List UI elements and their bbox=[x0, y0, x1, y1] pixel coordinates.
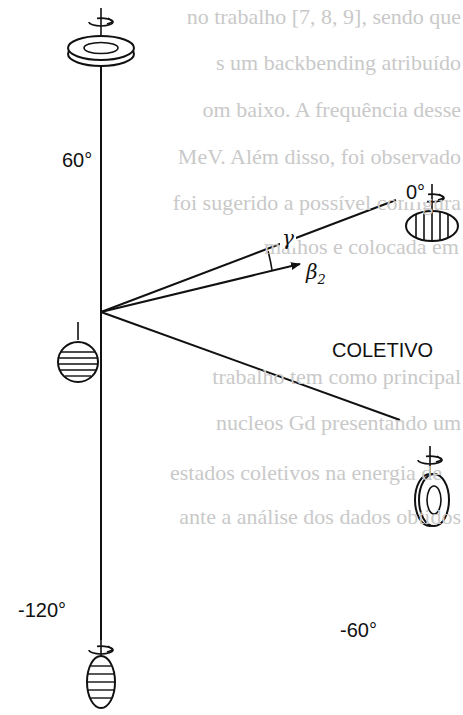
page-text: ante a análise dos dados obtidos bbox=[179, 506, 461, 528]
page-text: MeV. Além disso, foi observado bbox=[178, 146, 461, 168]
page-text: no trabalho [7, 8, 9], sendo que bbox=[187, 6, 461, 28]
axis-label: 60° bbox=[60, 150, 94, 170]
axis-label: -60° bbox=[338, 620, 379, 640]
axis-label: β2 bbox=[304, 262, 328, 286]
axis-label: -120° bbox=[16, 600, 68, 620]
page-text: om baixo. A frequência desse bbox=[203, 99, 461, 121]
page-text: trabalho tem como principal bbox=[212, 366, 461, 388]
oblate-disc bbox=[68, 8, 134, 66]
prolate-ellipsoid bbox=[87, 636, 115, 708]
page-text: s um backbending atribuído bbox=[216, 52, 461, 74]
axis-label: 0° bbox=[404, 182, 427, 202]
page-text: nucleos Gd presentando um bbox=[216, 412, 461, 434]
page-text: estados coletivos na energia de bbox=[170, 462, 442, 484]
axis-label: COLETIVO bbox=[330, 340, 435, 360]
sphere bbox=[58, 322, 98, 382]
axis-label: γ bbox=[280, 228, 296, 248]
